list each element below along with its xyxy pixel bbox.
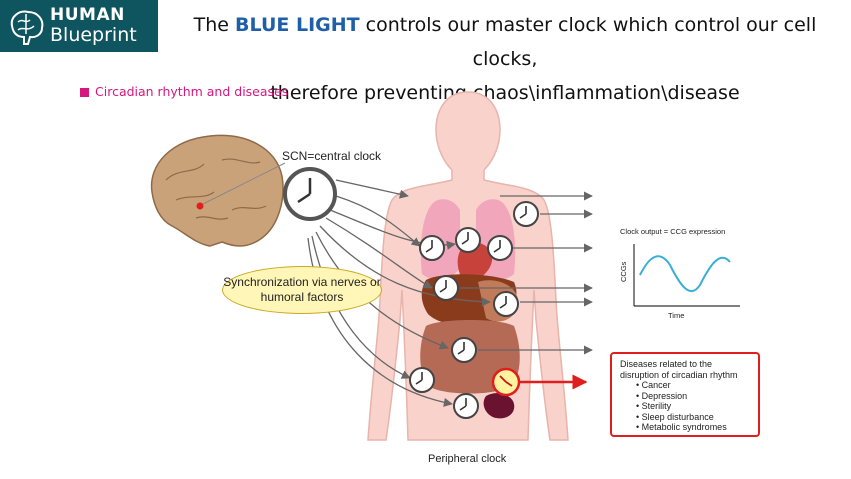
subtitle-marker	[80, 88, 89, 97]
synchronization-text: Synchronization via nerves or humoral fa…	[223, 275, 381, 304]
synchronization-label: Synchronization via nerves or humoral fa…	[222, 266, 382, 314]
headline-line-2: therefore preventing chaos\inflammation\…	[270, 82, 740, 104]
peripheral-clock-icon	[453, 393, 479, 419]
peripheral-clock-icon	[487, 235, 513, 261]
disease-item: Depression	[636, 391, 750, 402]
headline: The BLUE LIGHT controls our master clock…	[162, 8, 848, 110]
disease-item: Sleep disturbance	[636, 412, 750, 423]
peripheral-clock-icon	[433, 275, 459, 301]
scn-label: SCN=central clock	[282, 149, 382, 163]
disease-item: Sterility	[636, 401, 750, 412]
disease-item: Cancer	[636, 380, 750, 391]
ccg-expression-graph: Clock output = CCG expression CCGs Time	[619, 227, 740, 320]
bladder	[483, 393, 515, 419]
figure-subtitle: Circadian rhythm and diseases	[80, 84, 288, 99]
central-clock-icon	[283, 167, 337, 221]
logo: HUMAN Blueprint	[0, 0, 158, 52]
peripheral-clock-label: Peripheral clock	[428, 453, 507, 465]
peripheral-clock-icon	[419, 235, 445, 261]
brain-image	[150, 134, 284, 247]
disease-item: Metabolic syndromes	[636, 422, 750, 433]
peripheral-clock-icon	[493, 291, 519, 317]
peripheral-clock-icon	[455, 227, 481, 253]
graph-x-label: Time	[668, 311, 684, 320]
disease-box-title: Diseases related to the disruption of ci…	[620, 359, 738, 380]
graph-title: Clock output = CCG expression	[620, 227, 725, 236]
headline-highlight: BLUE LIGHT	[235, 14, 360, 36]
brain-logo-icon	[10, 10, 44, 45]
headline-post: controls our master clock which control …	[359, 14, 817, 70]
headline-line-1: The BLUE LIGHT controls our master clock…	[162, 8, 848, 76]
graph-y-label: CCGs	[619, 261, 628, 282]
logo-word-human: HUMAN	[50, 5, 125, 25]
disrupted-clock-icon	[491, 367, 521, 397]
peripheral-clock-icon	[409, 367, 435, 393]
ccg-wave-line	[639, 255, 731, 293]
brain-folds	[165, 158, 267, 220]
headline-pre: The	[193, 14, 236, 36]
subtitle-text: Circadian rhythm and diseases	[95, 84, 289, 99]
disease-list: Cancer Depression Sterility Sleep distur…	[620, 380, 750, 433]
scn-pointer-line	[202, 162, 286, 205]
peripheral-clock-icon	[513, 201, 539, 227]
peripheral-clock-icon	[451, 337, 477, 363]
logo-word-blueprint: Blueprint	[50, 24, 137, 46]
disease-box: Diseases related to the disruption of ci…	[610, 352, 760, 437]
scn-marker	[196, 202, 204, 210]
